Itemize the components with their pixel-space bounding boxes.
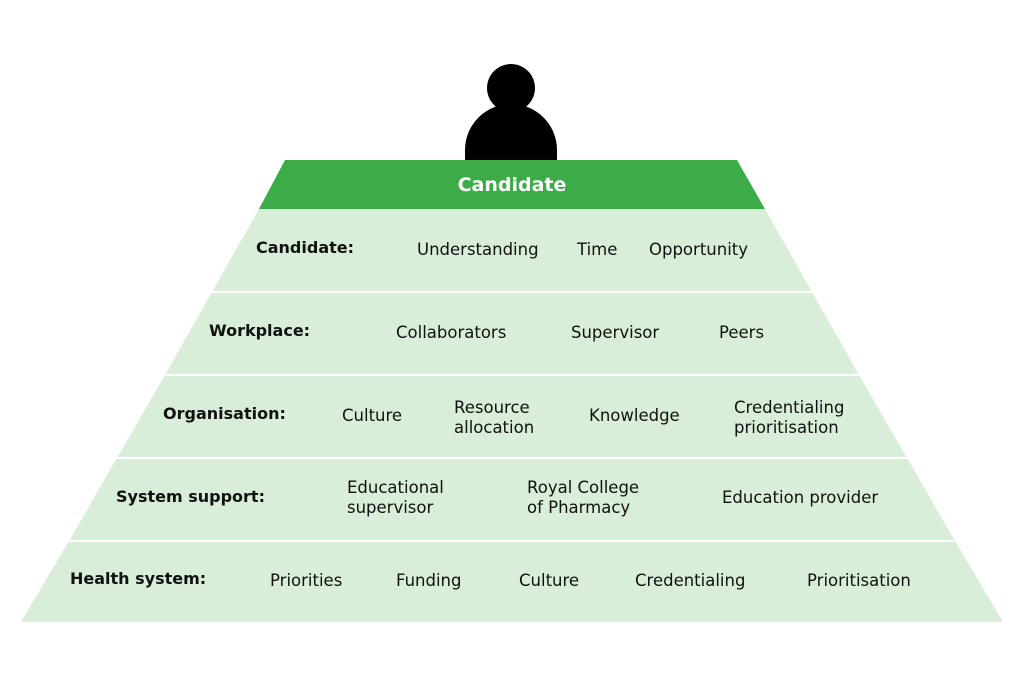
tier-band-workplace	[165, 292, 859, 375]
tier-band-system-support	[69, 458, 955, 541]
tier-item: Funding	[396, 571, 462, 590]
tier-item: Knowledge	[589, 406, 680, 425]
tier-item: Culture	[519, 571, 580, 590]
header-band	[259, 160, 765, 209]
header-title: Candidate	[457, 174, 567, 196]
tier-band-organisation	[117, 375, 907, 458]
tier-item: Time	[577, 240, 618, 259]
tier-label-health-system: Health system:	[70, 569, 207, 588]
tier-item: Understanding	[417, 240, 539, 259]
tier-item: Priorities	[270, 571, 343, 590]
tier-item: Resource allocation	[454, 398, 535, 437]
tier-item: Credentialing prioritisation	[734, 398, 845, 437]
tier-label-workplace: Workplace:	[209, 321, 311, 340]
person-icon	[465, 64, 557, 162]
tier-item: Credentialing	[635, 571, 746, 590]
tier-item: Culture	[342, 406, 403, 425]
tier-item: Opportunity	[649, 240, 749, 259]
tier-item: Educational supervisor	[347, 478, 444, 517]
tier-band-health-system	[21, 541, 1003, 622]
tier-band-candidate	[212, 209, 812, 292]
tier-item: Royal College of Pharmacy	[527, 478, 640, 517]
tier-label-candidate: Candidate:	[256, 238, 355, 257]
tier-item: Collaborators	[396, 323, 507, 342]
tier-dividers	[69, 291, 955, 542]
tier-item: Prioritisation	[807, 571, 911, 590]
tier-label-organisation: Organisation:	[163, 404, 286, 423]
tier-label-system-support: System support:	[116, 487, 265, 506]
tier-item: Peers	[719, 323, 765, 342]
tier-item: Supervisor	[571, 323, 660, 342]
tier-item: Education provider	[722, 488, 879, 507]
